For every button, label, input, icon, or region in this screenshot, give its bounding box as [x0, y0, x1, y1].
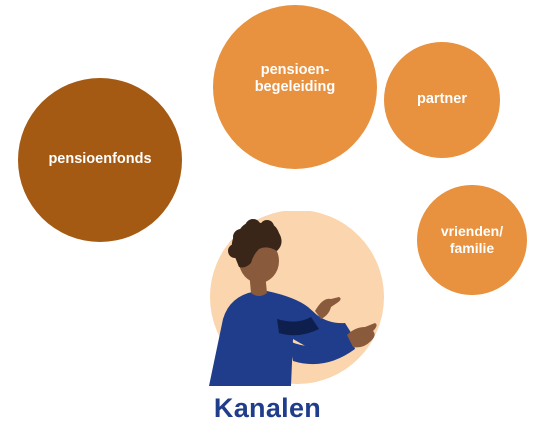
page-title: Kanalen [213, 393, 322, 423]
bubble-vrienden-familie: vrienden/ familie [417, 185, 527, 295]
person-lower-hand [347, 323, 377, 348]
bubble-partner: partner [384, 42, 500, 158]
bubble-label-pensioenbegeleiding: pensioen- begeleiding [254, 61, 336, 95]
person-gesturing-illustration [209, 211, 384, 386]
bubble-label-pensioenfonds: pensioenfonds [48, 151, 152, 168]
person-body [209, 291, 355, 386]
bubble-pensioenfonds: pensioenfonds [18, 78, 182, 242]
bubble-pensioenbegeleiding: pensioen- begeleiding [213, 5, 377, 169]
person-upper-hand [315, 297, 341, 319]
bubble-label-partner: partner [417, 91, 467, 108]
person-undershirt [277, 317, 319, 336]
bubble-label-vrienden-familie: vrienden/ familie [440, 223, 504, 256]
person-lower-arm [289, 336, 355, 365]
